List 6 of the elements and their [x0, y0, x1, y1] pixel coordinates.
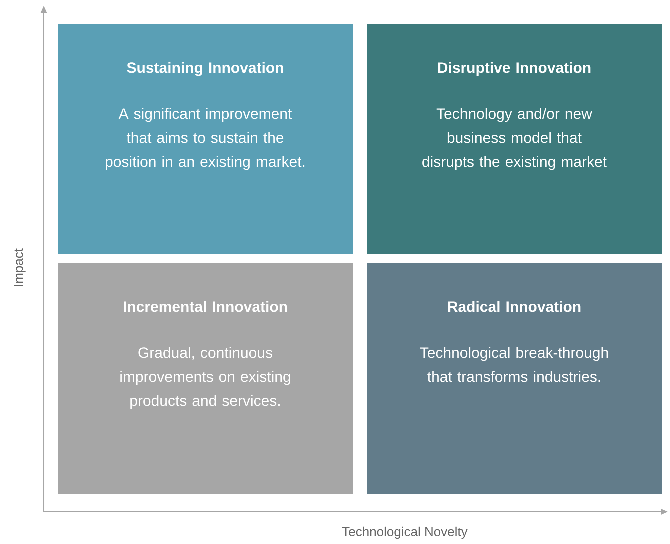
- quadrant-box: Radical Innovation Technological break-through that transforms industries.: [367, 263, 662, 494]
- quadrant-box: Disruptive Innovation Technology and/or new business model that disrupts the existing market: [367, 24, 662, 254]
- axis-label: Impact: [14, 248, 26, 286]
- quadrant-box: Sustaining Innovation A significant improvement that aims to sustain the position in an existing market.: [58, 24, 353, 254]
- quadrant-box: Incremental Innovation Gradual, continuous improvements on existing products and services.: [58, 263, 353, 494]
- axis-label: Technological Novelty: [342, 526, 468, 540]
